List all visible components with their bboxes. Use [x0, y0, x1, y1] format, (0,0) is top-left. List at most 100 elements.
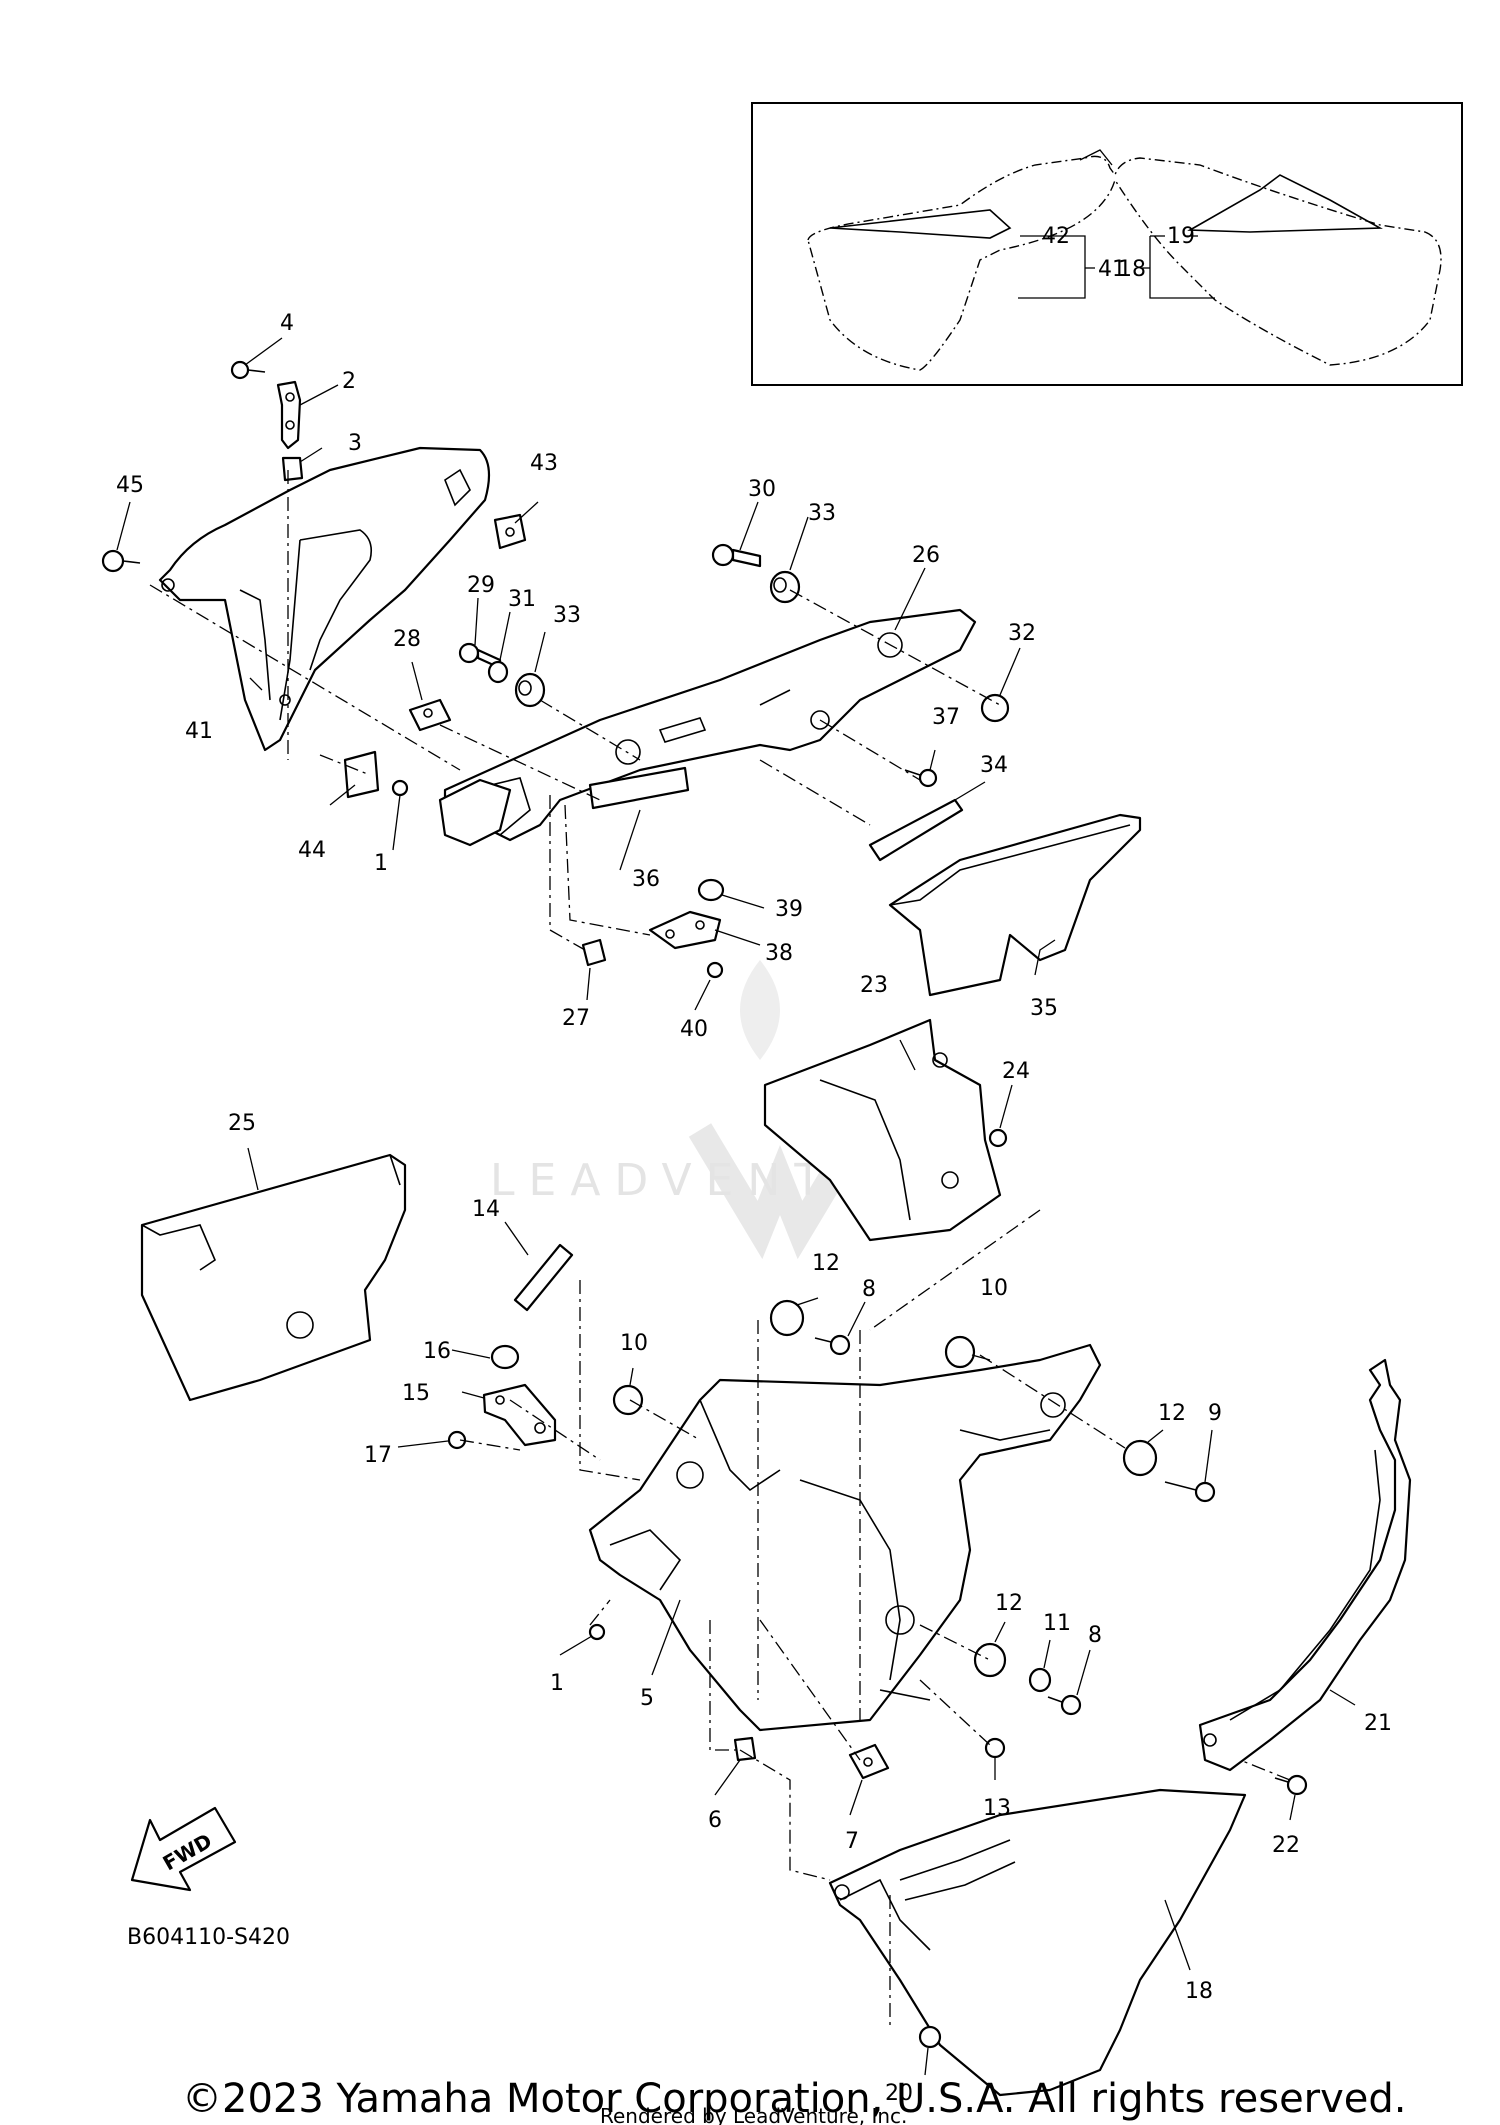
collar-32 — [980, 693, 1010, 723]
leader-lines — [116, 337, 1356, 2076]
label-8-low: 8 — [1088, 1623, 1102, 1648]
rail-26 — [443, 608, 977, 842]
label-44: 44 — [298, 838, 326, 863]
nut-28 — [408, 698, 452, 732]
label-18: 18 — [1185, 1979, 1213, 2004]
collar-33-top — [769, 570, 801, 604]
bolt-8-low — [1047, 1694, 1082, 1716]
label-10-right: 10 — [980, 1276, 1008, 1301]
assembly-lines — [149, 470, 1291, 2030]
bolt-1-low — [588, 1623, 606, 1641]
label-38: 38 — [765, 941, 793, 966]
label-34: 34 — [980, 753, 1008, 778]
label-1-top: 1 — [374, 851, 388, 876]
label-11: 11 — [1043, 1611, 1071, 1636]
label-29: 29 — [467, 573, 495, 598]
bolt-45 — [101, 549, 141, 573]
grommet-3 — [281, 456, 304, 482]
label-23: 23 — [860, 973, 888, 998]
label-12-top: 12 — [812, 1251, 840, 1276]
bolt-4 — [230, 360, 266, 380]
collar-33-left — [514, 672, 546, 708]
label-22: 22 — [1272, 1833, 1300, 1858]
fwd-arrow-icon: FWD — [130, 1806, 237, 1892]
clip-43 — [493, 513, 527, 550]
label-9: 9 — [1208, 1401, 1222, 1426]
bolt-9 — [1164, 1481, 1216, 1503]
bracket-2 — [276, 380, 302, 450]
label-4: 4 — [280, 311, 294, 336]
collar-11 — [1028, 1667, 1052, 1693]
label-15: 15 — [402, 1381, 430, 1406]
bolt-8-top — [814, 1334, 851, 1356]
label-16: 16 — [423, 1339, 451, 1364]
bracket-38 — [648, 910, 722, 950]
collar-10-left — [612, 1384, 644, 1416]
bolt-17 — [447, 1430, 467, 1450]
inset-label-19: 19 — [1167, 224, 1195, 249]
grommet-39 — [697, 878, 725, 902]
nut-7 — [848, 1743, 890, 1780]
bolt-1-top — [391, 779, 409, 797]
label-8-top: 8 — [862, 1277, 876, 1302]
bolt-40 — [706, 961, 724, 979]
label-32: 32 — [1008, 621, 1036, 646]
label-13: 13 — [983, 1796, 1011, 1821]
collar-10-right — [944, 1335, 976, 1369]
label-24: 24 — [1002, 1059, 1030, 1084]
label-26: 26 — [912, 543, 940, 568]
label-20: 20 — [885, 2081, 913, 2106]
label-7: 7 — [845, 1829, 859, 1854]
inset-label-18: 18 — [1118, 257, 1146, 282]
collar-12-top — [769, 1299, 805, 1337]
nut-27 — [581, 938, 607, 967]
strip-14 — [513, 1243, 574, 1312]
bolt-13 — [984, 1737, 1006, 1759]
collar-31 — [487, 660, 509, 684]
label-40: 40 — [680, 1017, 708, 1042]
label-10-left: 10 — [620, 1331, 648, 1356]
label-3: 3 — [348, 431, 362, 456]
label-17: 17 — [364, 1443, 392, 1468]
label-30: 30 — [748, 477, 776, 502]
side-panel-18 — [828, 1788, 1247, 2097]
bolt-37 — [904, 768, 938, 788]
bolt-22 — [1274, 1774, 1308, 1796]
label-31: 31 — [508, 587, 536, 612]
cover-21 — [1198, 1358, 1412, 1772]
grommet-16 — [490, 1344, 520, 1370]
inset-label-42: 42 — [1042, 224, 1070, 249]
copyright-text: ©2023 Yamaha Motor Corporation, U.S.A. A… — [182, 2076, 1407, 2122]
bolt-30 — [711, 543, 762, 568]
label-33-top: 33 — [808, 501, 836, 526]
label-28: 28 — [393, 627, 421, 652]
side-cover-41 — [158, 446, 491, 752]
label-33-left: 33 — [553, 603, 581, 628]
label-35: 35 — [1030, 996, 1058, 1021]
label-27: 27 — [562, 1006, 590, 1031]
label-14: 14 — [472, 1197, 500, 1222]
nut-24 — [988, 1128, 1008, 1148]
cover-35 — [888, 813, 1142, 997]
collar-12-right — [1122, 1439, 1158, 1477]
label-25: 25 — [228, 1111, 256, 1136]
label-41: 41 — [185, 719, 213, 744]
label-12-right: 12 — [1158, 1401, 1186, 1426]
rendered-by-text: Rendered by LeadVenture, Inc. — [600, 2104, 907, 2125]
label-37: 37 — [932, 705, 960, 730]
side-cover-5 — [588, 1343, 1102, 1732]
label-2: 2 — [342, 369, 356, 394]
label-21: 21 — [1364, 1711, 1392, 1736]
pad-44 — [343, 750, 380, 799]
bracket-small-near-1 — [438, 778, 512, 847]
label-5: 5 — [640, 1686, 654, 1711]
collar-12-low — [973, 1642, 1007, 1678]
inset-panel: 42 41 18 19 — [751, 102, 1463, 386]
bolt-20 — [918, 2025, 942, 2049]
bracket-15 — [482, 1383, 557, 1447]
pad-25 — [140, 1153, 407, 1402]
label-43: 43 — [530, 451, 558, 476]
label-1-low: 1 — [550, 1671, 564, 1696]
label-39: 39 — [775, 897, 803, 922]
